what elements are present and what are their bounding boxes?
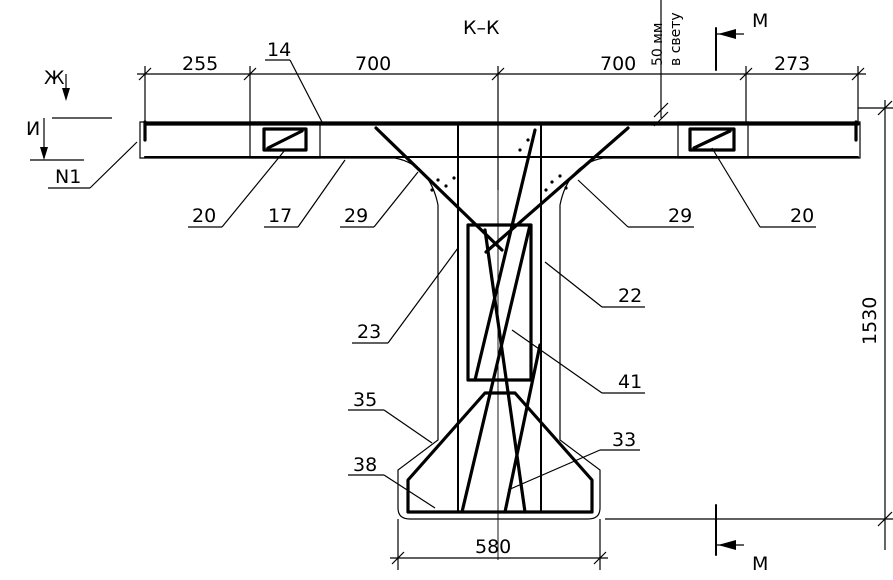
web-diagonal-3 <box>483 228 527 514</box>
callout-23: 23 <box>352 247 459 344</box>
callout-41-label: 41 <box>618 371 642 393</box>
gap-note: 50 мм в свету <box>650 0 684 127</box>
callout-20-left: 20 <box>188 149 286 228</box>
gap-note-line1: 50 мм <box>650 23 666 66</box>
callout-29-left: 29 <box>340 171 419 228</box>
callout-20-right-label: 20 <box>790 205 814 227</box>
callout-14-label: 14 <box>267 39 291 61</box>
callout-14: 14 <box>265 39 323 123</box>
callout-41: 41 <box>511 329 645 394</box>
callout-33-label: 33 <box>612 429 636 451</box>
level-mark-upper: Ж <box>44 67 65 89</box>
anchor-block-right <box>677 121 749 159</box>
callout-17-label: 17 <box>268 205 292 227</box>
dim-right-half: 700 <box>600 53 636 75</box>
callout-n1-label: N1 <box>55 166 81 188</box>
dim-left-half: 700 <box>355 53 391 75</box>
callout-38: 38 <box>348 454 436 509</box>
callout-33: 33 <box>507 429 640 491</box>
callout-n1: N1 <box>48 141 138 189</box>
bottom-dimension: 580 <box>390 519 608 570</box>
callout-17: 17 <box>264 159 346 228</box>
callout-23-label: 23 <box>357 321 381 343</box>
callout-29-right-label: 29 <box>668 205 692 227</box>
bent-bar-29-left <box>374 126 504 252</box>
section-arrow-top: М <box>715 10 768 71</box>
level-mark-lower: И <box>26 118 40 140</box>
anchor-block-left <box>249 121 321 159</box>
callout-29-left-label: 29 <box>344 205 368 227</box>
dim-left-overhang: 255 <box>182 53 218 75</box>
section-arrow-label-top: М <box>752 10 768 32</box>
bent-bar-29-right <box>484 126 630 254</box>
height-dimension: 1530 <box>605 100 893 550</box>
callout-22: 22 <box>544 261 645 308</box>
rebar-dots <box>430 138 568 192</box>
beam-outline <box>139 121 861 520</box>
callout-20-left-label: 20 <box>192 205 216 227</box>
callout-35: 35 <box>348 389 433 444</box>
dim-right-overhang: 273 <box>774 53 810 75</box>
section-title: К–К <box>463 17 500 39</box>
web-diagonal-4 <box>503 343 542 514</box>
callout-22-label: 22 <box>618 285 642 307</box>
callout-38-label: 38 <box>353 454 377 476</box>
callout-20-right: 20 <box>711 147 816 228</box>
dim-height: 1530 <box>859 297 881 345</box>
web-diagonal-1 <box>473 128 537 382</box>
section-arrow-label-bottom: М <box>752 553 768 575</box>
bulb-rebar <box>406 391 594 514</box>
dim-bottom-width: 580 <box>475 536 511 558</box>
duct-rect <box>466 223 533 382</box>
gap-note-line2: в свету <box>668 12 684 66</box>
section-arrow-bottom: М <box>715 504 768 575</box>
top-dimension-chain: 255 700 700 273 <box>137 53 866 190</box>
callout-35-label: 35 <box>353 389 377 411</box>
callout-29-right: 29 <box>577 179 694 228</box>
level-marks: Ж И <box>26 67 112 161</box>
web-diagonal-2 <box>460 223 532 514</box>
